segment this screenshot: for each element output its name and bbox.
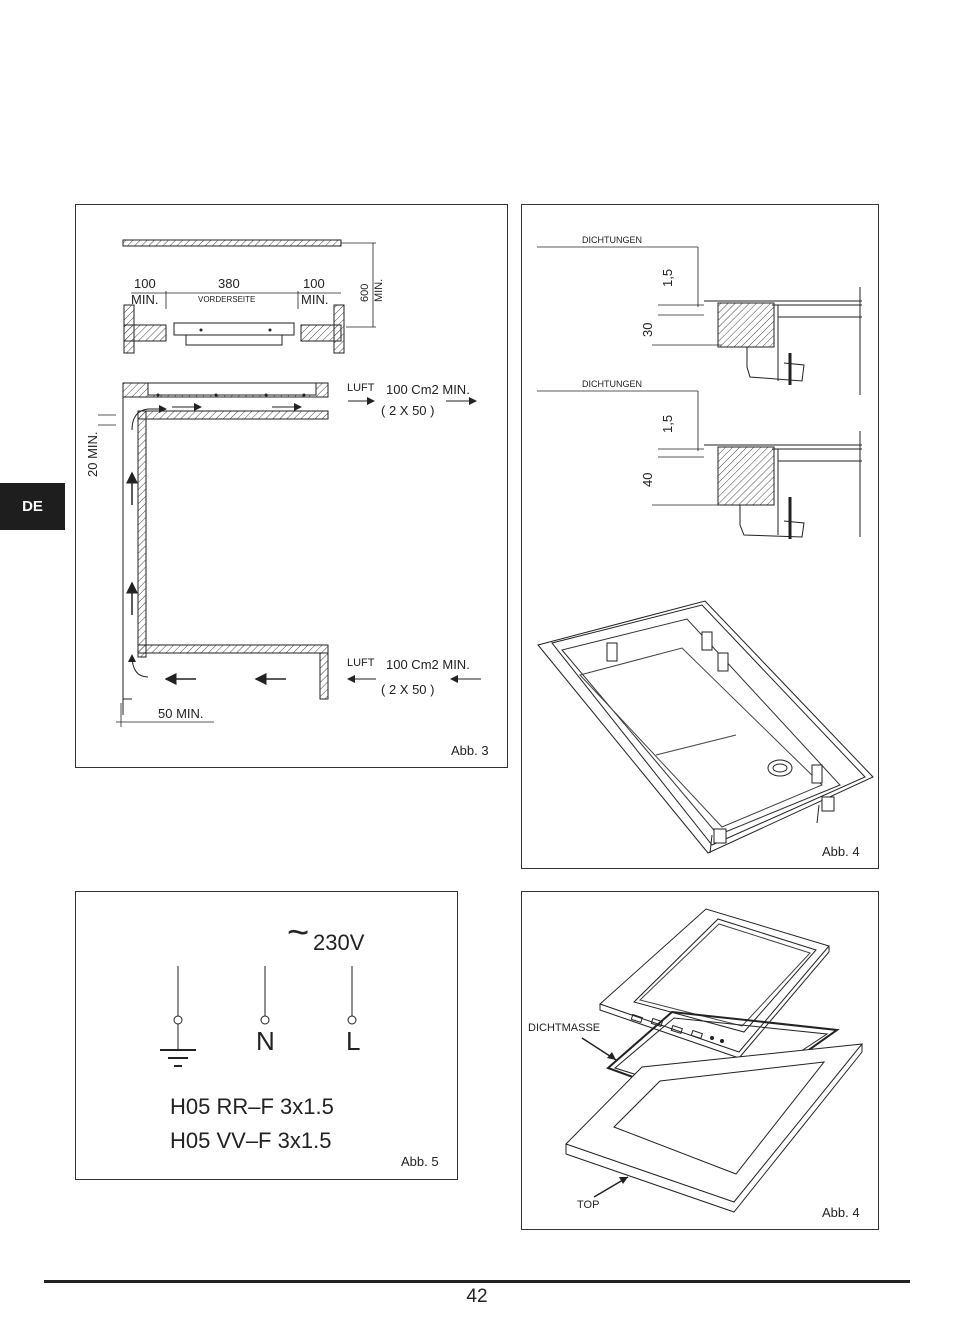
air-bottom-detail: ( 2 X 50 ) bbox=[381, 682, 435, 697]
figure-5-drawing bbox=[160, 966, 357, 1067]
thickness-2-value: 40 bbox=[640, 472, 655, 487]
figure-4-installation: DICHTUNGEN 1,5 30 DICHTUNGEN 1,5 40 Abb.… bbox=[521, 204, 879, 869]
figure-4-drawing bbox=[537, 246, 874, 854]
dim-right-sub: MIN. bbox=[301, 292, 329, 307]
top-label: TOP bbox=[577, 1199, 600, 1211]
cable-type-2: H05 VV–F 3x1.5 bbox=[170, 1128, 332, 1153]
seal-label-2: DICHTUNGEN bbox=[582, 379, 642, 389]
footer-rule bbox=[44, 1280, 910, 1283]
dim-depth-sub: MIN. bbox=[373, 278, 385, 302]
dim-left-value: 100 bbox=[134, 276, 156, 291]
figure-4-exploded-drawing bbox=[565, 908, 864, 1213]
seal-label-1: DICHTUNGEN bbox=[582, 235, 642, 245]
language-tab: DE bbox=[0, 483, 65, 530]
dim-mid-sub: VORDERSEITE bbox=[198, 295, 256, 304]
terminal-neutral: N bbox=[256, 1026, 275, 1056]
air-top-label: LUFT bbox=[347, 382, 375, 394]
voltage-tilde: ~ bbox=[287, 912, 310, 954]
figure-5-electrical: ~ 230V N L H05 RR–F 3x1.5 H05 VV–F 3x1.5… bbox=[75, 891, 458, 1180]
figure-3-drawing bbox=[98, 239, 481, 727]
language-label: DE bbox=[22, 498, 43, 515]
figure-4-bottom-caption: Abb. 4 bbox=[822, 1205, 860, 1220]
gap-1-value: 1,5 bbox=[660, 268, 675, 287]
bottom-gap-label: 50 MIN. bbox=[158, 706, 204, 721]
figure-4-top-caption: Abb. 4 bbox=[822, 844, 860, 859]
air-top-value: 100 Cm2 MIN. bbox=[386, 382, 470, 397]
sealant-label: DICHTMASSE bbox=[528, 1022, 601, 1034]
gap-2-value: 1,5 bbox=[660, 414, 675, 433]
dim-right-value: 100 bbox=[303, 276, 325, 291]
figure-3-ventilation: 100 MIN. 380 VORDERSEITE 100 MIN. 600 MI… bbox=[75, 204, 508, 768]
figure-5-caption: Abb. 5 bbox=[401, 1154, 439, 1169]
terminal-live: L bbox=[346, 1026, 361, 1056]
dim-depth-value: 600 bbox=[359, 283, 371, 302]
thickness-1-value: 30 bbox=[640, 322, 655, 337]
top-gap-label: 20 MIN. bbox=[85, 431, 100, 477]
air-top-detail: ( 2 X 50 ) bbox=[381, 403, 435, 418]
cable-type-1: H05 RR–F 3x1.5 bbox=[170, 1094, 334, 1119]
dim-mid-value: 380 bbox=[218, 276, 240, 291]
air-bottom-label: LUFT bbox=[347, 657, 375, 669]
air-bottom-value: 100 Cm2 MIN. bbox=[386, 657, 470, 672]
figure-4-exploded: DICHTMASSE TOP Abb. 4 bbox=[521, 891, 879, 1230]
figure-3-caption: Abb. 3 bbox=[451, 743, 489, 758]
voltage-value: 230V bbox=[313, 930, 365, 955]
dim-left-sub: MIN. bbox=[131, 292, 159, 307]
page-number: 42 bbox=[466, 1286, 488, 1307]
